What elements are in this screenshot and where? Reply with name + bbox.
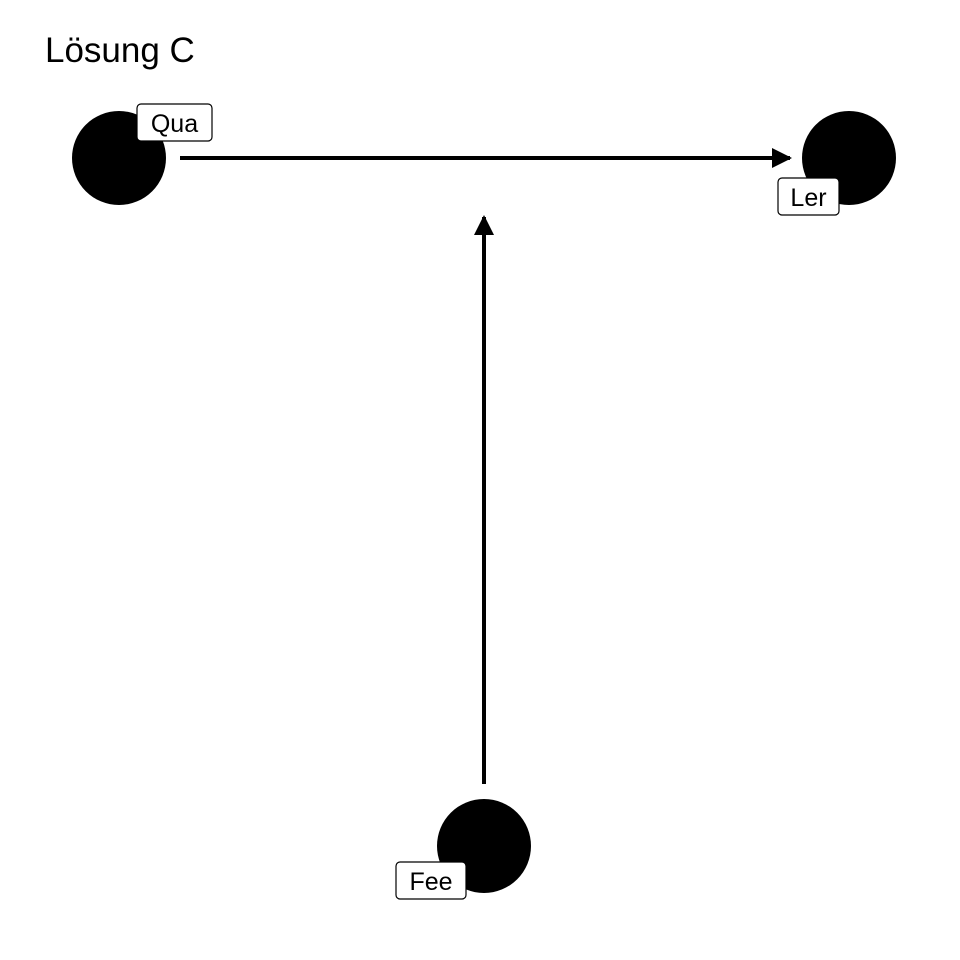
node-qua-label-text: Qua xyxy=(151,110,198,138)
node-ler-label: Ler xyxy=(777,177,840,216)
node-ler-label-text: Ler xyxy=(790,184,826,212)
node-ler: Ler xyxy=(777,111,896,216)
node-qua: Qua xyxy=(72,103,213,205)
node-fee-label: Fee xyxy=(395,861,467,900)
diagram-title: Lösung C xyxy=(45,31,195,70)
node-fee-label-text: Fee xyxy=(409,868,452,896)
node-fee: Fee xyxy=(395,799,531,900)
node-qua-label: Qua xyxy=(136,103,213,142)
